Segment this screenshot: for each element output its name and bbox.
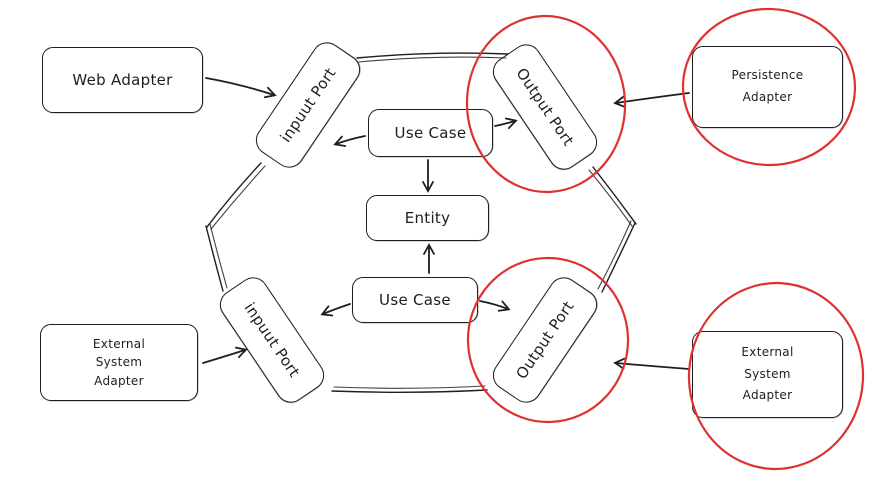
node-entity-label: Entity: [404, 209, 451, 227]
node-persistence-adapter: Persistence Adapter: [692, 46, 843, 128]
arrow-use-case-top-to-output-port-top: [494, 117, 518, 129]
hexagon-edge-upper-left: [206, 162, 262, 228]
node-external-system-adapter-right: External System Adapter: [692, 331, 843, 418]
hexagon-edge-top: [356, 52, 509, 59]
node-input-port-top-label: inpuut Port: [276, 64, 340, 146]
node-web-adapter-label: Web Adapter: [72, 71, 173, 89]
node-output-port-bottom: Output Port: [487, 271, 603, 409]
node-web-adapter: Web Adapter: [42, 47, 203, 113]
hexagon-edge-upper-left-2: [210, 165, 266, 230]
node-input-port-bottom: inpuut Port: [214, 271, 330, 409]
node-input-port-top: inpuut Port: [250, 36, 366, 174]
node-use-case-bottom-label: Use Case: [379, 291, 451, 309]
hexagon-edge-bottom-2: [333, 385, 486, 389]
node-use-case-top-label: Use Case: [394, 124, 467, 142]
arrow-ext-adapter-right-to-output-port-bottom: [613, 357, 690, 370]
hexagon-edge-bottom: [331, 389, 488, 393]
arrow-use-case-bottom-to-output-port-bottom: [479, 300, 511, 312]
node-output-port-top: Output Port: [487, 38, 603, 176]
hexagon-edge-lower-left-2: [209, 223, 228, 289]
hexagon-edge-lower-right-2: [597, 220, 632, 290]
node-external-system-adapter-left-label: External System Adapter: [92, 336, 146, 388]
node-output-port-bottom-label: Output Port: [512, 297, 578, 383]
arrow-use-case-top-to-input-port-top: [333, 135, 366, 147]
node-persistence-adapter-label: Persistence Adapter: [731, 68, 804, 104]
hexagon-edge-upper-right-2: [588, 169, 633, 227]
node-use-case-bottom: Use Case: [352, 277, 478, 323]
arrow-ext-adapter-left-to-input-port-bottom: [202, 346, 248, 364]
arrow-use-case-bottom-to-input-port-bottom: [320, 303, 351, 317]
arrow-web-adapter-to-input-port-top: [205, 77, 277, 99]
hexagon-edge-top-2: [358, 56, 507, 63]
hexagon-edge-lower-right: [601, 222, 636, 293]
node-external-system-adapter-left: External System Adapter: [40, 324, 198, 401]
node-external-system-adapter-right-label: External System Adapter: [741, 345, 794, 403]
node-entity: Entity: [366, 195, 489, 241]
hexagon-edge-lower-left: [205, 225, 224, 292]
arrow-persistence-adapter-to-output-port-top: [613, 92, 690, 108]
hexagon-edge-upper-right: [592, 166, 637, 225]
node-use-case-top: Use Case: [368, 109, 493, 157]
node-output-port-top-label: Output Port: [512, 64, 578, 150]
node-input-port-bottom-label: inpuut Port: [240, 299, 304, 381]
